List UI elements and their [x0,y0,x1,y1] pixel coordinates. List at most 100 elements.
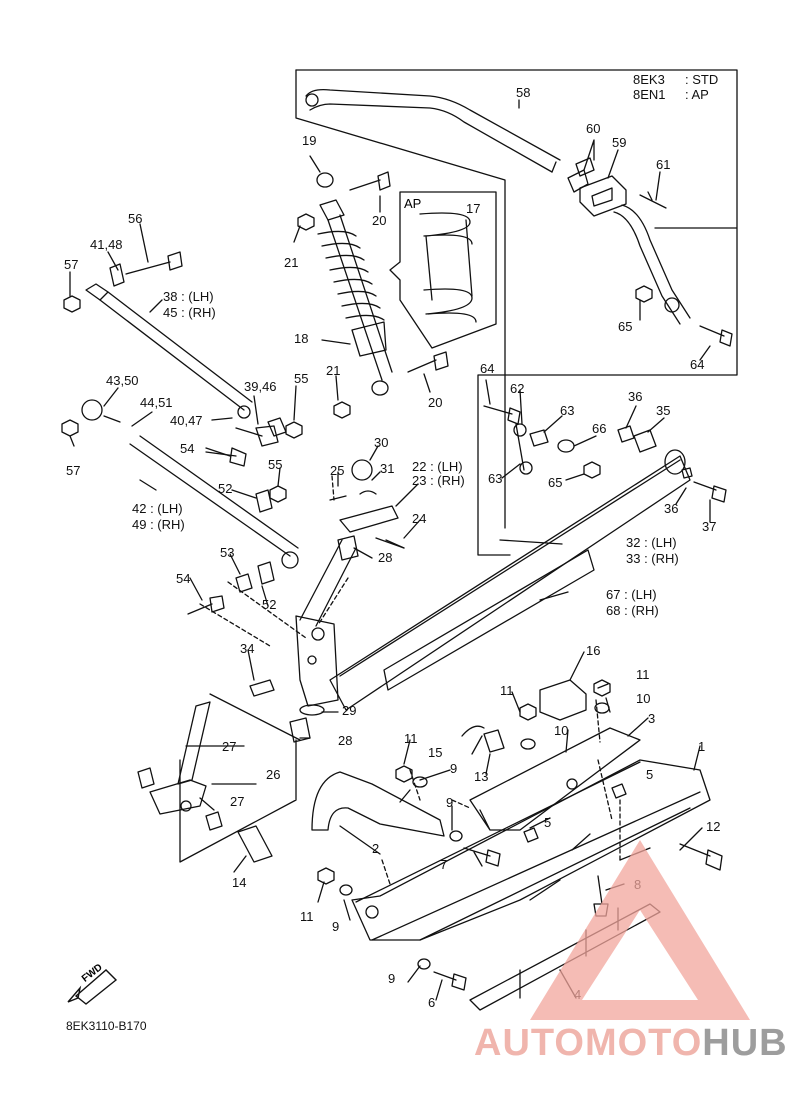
spring-inset-label: AP [404,196,422,211]
callout-c52a: 52 [218,481,233,496]
callout-c34: 34 [240,641,255,656]
callout-c42: 42 : (LH) [132,501,183,516]
callout-c10b: 10 [554,723,569,738]
callout-c37: 37 [702,519,717,534]
bolt-20-top [349,171,391,191]
collar-52 [255,489,275,585]
document-id: 8EK3110-B170 [66,1019,147,1033]
bolt-24 [385,539,405,549]
callout-c4148: 41,48 [90,237,123,252]
callout-c36a: 36 [628,389,643,404]
callout-c26: 26 [266,767,281,782]
callout-c11c: 11 [404,731,418,746]
bolt-6 [433,971,467,991]
bolt-61 [639,191,667,209]
callout-c3: 3 [648,711,656,726]
callout-c63b: 63 [488,471,503,486]
frame-outline [295,69,738,556]
callout-c18: 18 [294,331,309,346]
washer-10a [520,738,536,750]
callout-c22: 22 : (LH) [412,459,463,474]
legend-value: : AP [685,87,709,102]
washer-10b [594,702,610,714]
spring-inset [389,191,497,349]
callout-c11a: 11 [636,667,650,682]
callout-c23: 23 : (RH) [412,473,465,488]
callout-c32: 32 : (LH) [626,535,677,550]
spindle-26 [149,701,211,815]
legend-code: 8EK3 [633,72,665,87]
callout-c36b: 36 [664,501,679,516]
callout-c9c: 9 [332,919,340,934]
bushing-59 [579,175,627,217]
callout-c6: 6 [428,995,436,1010]
callout-c57b: 57 [66,463,81,478]
callout-c66: 66 [592,421,607,436]
callout-c24: 24 [412,511,427,526]
callout-c27a: 27 [222,739,237,754]
washer-29 [299,704,325,716]
lower-arm-42-49 [81,399,299,569]
watermark-logo-icon [530,840,750,1020]
nut-11c [395,765,413,783]
bolt-54-top [205,447,247,467]
callout-c65a: 65 [618,319,633,334]
cotter-15 [461,725,485,737]
callout-c2: 2 [372,841,380,856]
washer-9b [449,830,463,842]
upper-arm-38-45 [85,251,253,419]
bolt-5a [611,783,627,799]
callout-c58: 58 [516,85,531,100]
callout-c12: 12 [706,819,721,834]
spindle-column [295,539,357,707]
nut-11b [593,679,611,697]
callout-c59: 59 [612,135,627,150]
callout-c5a: 5 [646,767,654,782]
callout-c9d: 9 [388,971,396,986]
callout-c61: 61 [656,157,671,172]
callout-c49: 49 : (RH) [132,517,185,532]
callout-c15: 15 [428,745,443,760]
callout-c4350: 43,50 [106,373,139,388]
model-legend: 8EK3 : STD 8EN1 : AP [633,72,718,102]
bolt-12 [679,843,723,871]
callout-c62: 62 [510,381,525,396]
callout-c5b: 5 [544,815,552,830]
nut-21-lower [333,401,351,419]
ski-handle [311,771,445,837]
nut-11d [317,867,335,885]
bushing-27b [205,811,223,831]
callout-c1: 1 [698,739,706,754]
washer-9a [412,776,428,788]
callout-c14: 14 [232,875,247,890]
shock-absorber [316,172,393,396]
bushing-27a [137,767,155,789]
callout-c64a: 64 [690,357,705,372]
legend-row-ap: 8EN1 : AP [633,87,718,102]
nut-11a [519,703,537,721]
bushing-63 [529,429,549,447]
legend-value: : STD [685,72,719,87]
callout-c65b: 65 [548,475,563,490]
washer-9d [417,958,431,970]
callout-c45: 45 : (RH) [163,305,216,320]
collar-35 [633,429,657,453]
callout-c9a: 9 [450,761,458,776]
bolt-34 [249,679,275,697]
callout-c21b: 21 [326,363,341,378]
callout-c3946: 39,46 [244,379,277,394]
legend-code: 8EN1 [633,87,666,102]
callout-c20a: 20 [372,213,387,228]
nut-57-lower [61,419,79,437]
washer-66 [557,439,575,453]
stabilizer-bar [305,88,561,173]
stabilizer-arm [613,204,691,325]
bushing-28-top [337,535,359,561]
callout-c11b: 11 [500,683,514,698]
bolt-7 [463,847,501,867]
holder-60 [567,157,595,193]
callout-c30: 30 [374,435,389,450]
bolt-20-lower [407,351,449,373]
watermark-part-2: HUB [702,1022,788,1064]
bolt-64-right [699,325,733,347]
